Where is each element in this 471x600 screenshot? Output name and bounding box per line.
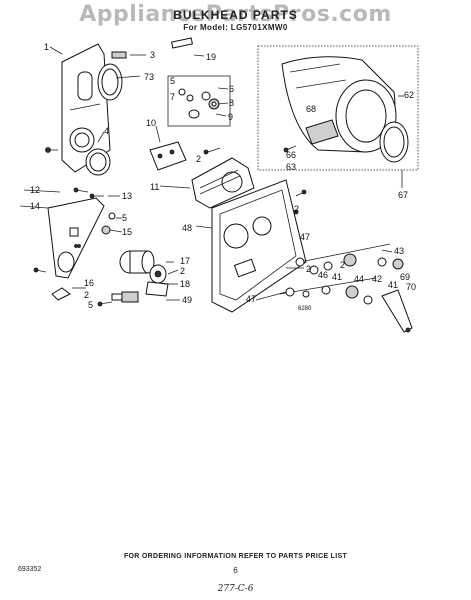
callout-label: 69 — [400, 272, 410, 282]
callout-label: 41 — [332, 272, 342, 282]
callout-label: 9 — [228, 112, 233, 122]
callout-label: 47 — [246, 294, 256, 304]
screw-part — [283, 145, 297, 153]
page-number: 6 — [233, 566, 238, 575]
callout-label: 12 — [30, 185, 40, 195]
callout-label: 14 — [30, 201, 40, 211]
pin-part — [171, 37, 193, 49]
callout-label: 73 — [144, 72, 154, 82]
front-lower-cover-panel — [47, 197, 105, 279]
front-upper-cover-panel — [61, 43, 111, 173]
callout-label: 5 — [122, 213, 127, 223]
callout-label: 19 — [206, 52, 216, 62]
hardware-set-part — [178, 88, 220, 119]
idler-arm-part — [381, 289, 413, 333]
model-line: For Model: LG5701XMW0 — [183, 23, 288, 32]
page-title: BULKHEAD PARTS — [173, 8, 298, 22]
callout-label: 2 — [84, 290, 89, 300]
callout-label: 43 — [394, 246, 404, 256]
callout-label: 2 — [294, 204, 299, 214]
callout-label: 6 — [229, 84, 234, 94]
callout-label: 16 — [84, 278, 94, 288]
screw-part — [51, 287, 113, 307]
callout-label: 70 — [406, 282, 416, 292]
callout-label: 11 — [150, 182, 159, 192]
drum-seal-ring-part — [379, 121, 409, 163]
callout-label: 48 — [182, 223, 192, 233]
screw-part — [45, 147, 58, 153]
callout-label: 46 — [318, 270, 328, 280]
callout-label: 1 — [44, 42, 49, 52]
duct-housing-part — [191, 147, 255, 209]
hardware-detail-box — [167, 75, 231, 127]
handwritten-note: 277-C-6 — [217, 584, 254, 594]
roller-assembly-part — [279, 243, 404, 305]
screw-part — [295, 189, 307, 197]
callout-label: 18 — [180, 279, 190, 289]
seal-ring-part — [85, 148, 111, 176]
callout-label: 2 — [340, 260, 345, 270]
callout-label: 67 — [398, 190, 408, 200]
bracket-part — [149, 141, 187, 171]
gasket-ring-part — [97, 63, 123, 101]
callout-label: 15 — [122, 227, 132, 237]
screw-part — [73, 187, 104, 199]
small-fastener-part — [101, 212, 116, 235]
diagram-code: 6280 — [298, 306, 312, 312]
clip-part — [111, 51, 127, 59]
watermark-text: AppliancePartsPros.com — [79, 2, 392, 27]
motor-part — [119, 250, 167, 284]
drum-detail-box — [257, 45, 419, 171]
callout-label: 5 — [170, 76, 175, 86]
callout-label: 5 — [88, 300, 93, 310]
leader-lines — [19, 46, 404, 301]
callout-label: 17 — [180, 256, 190, 266]
callout-label: 13 — [122, 191, 132, 201]
callout-label: 47 — [300, 232, 310, 242]
screw-part — [33, 267, 47, 273]
callout-label: 66 — [286, 150, 296, 160]
callout-label: 10 — [146, 118, 156, 128]
bracket-part — [145, 281, 169, 297]
callout-label: 3 — [150, 50, 155, 60]
callout-label: 49 — [182, 295, 192, 305]
thermostat-part — [111, 291, 139, 303]
callout-label: 63 — [286, 162, 296, 172]
callout-label: 8 — [229, 98, 234, 108]
callout-label: 2 — [306, 264, 311, 274]
callout-label: 4 — [104, 126, 109, 136]
callout-label: 2 — [196, 154, 201, 164]
callout-label: 7 — [170, 92, 175, 102]
document-number: 693352 — [18, 566, 42, 573]
ordering-note: FOR ORDERING INFORMATION REFER TO PARTS … — [123, 553, 348, 560]
callout-numbers: 1 3 19 4 73 5 6 8 7 9 10 2 11 68 62 66 6… — [30, 42, 416, 312]
callout-label: 44 — [354, 274, 364, 284]
drum-part — [281, 56, 397, 153]
callout-label: 41 — [388, 280, 398, 290]
callout-label: 2 — [180, 266, 185, 276]
callout-label: 68 — [306, 104, 316, 114]
bulkhead-panel-part — [211, 179, 307, 313]
callout-label: 62 — [404, 90, 414, 100]
callout-label: 42 — [372, 274, 382, 284]
